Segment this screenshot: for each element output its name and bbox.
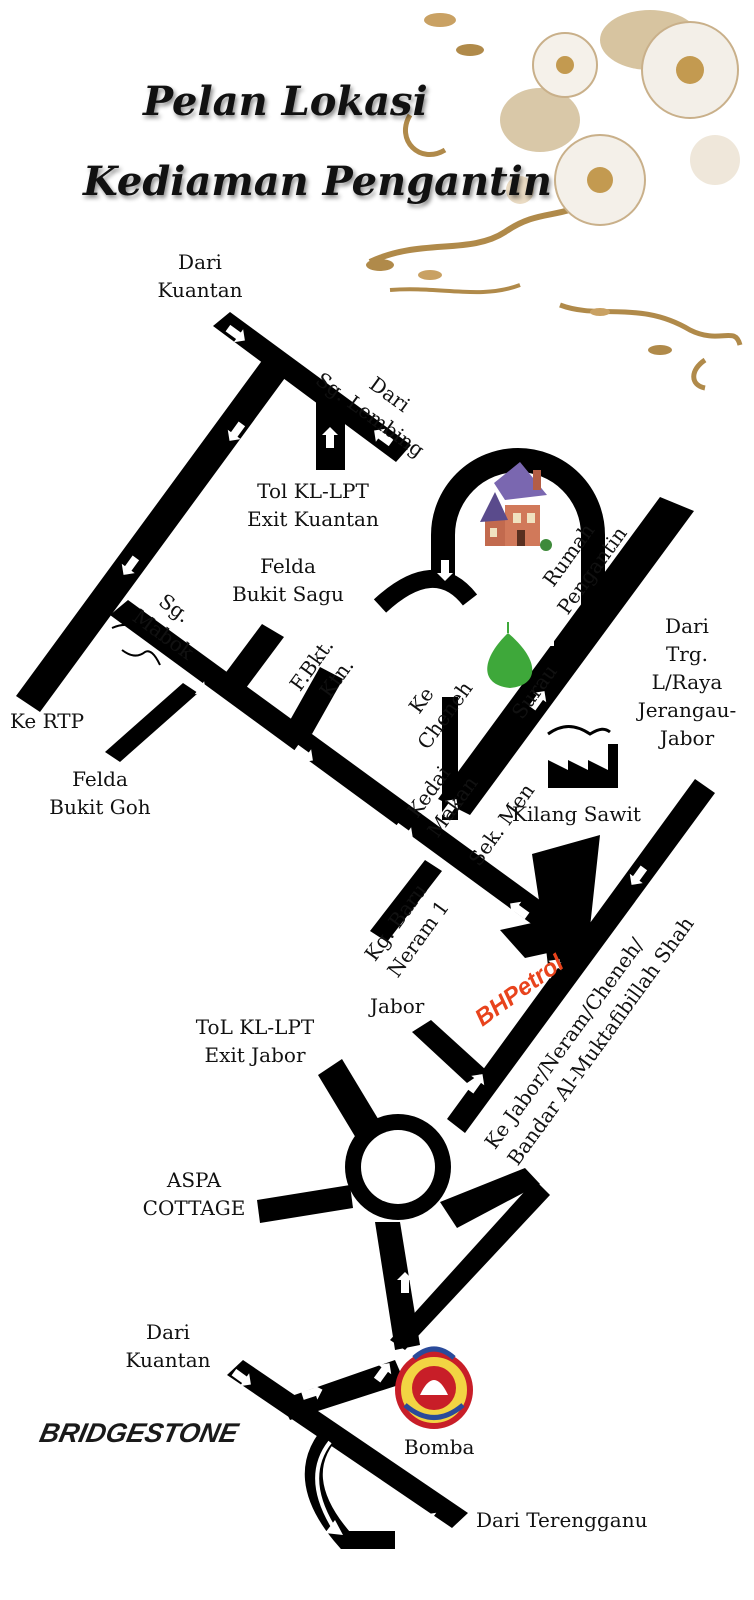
label-bomba: Bomba (404, 1435, 475, 1459)
label-dari-trg: Dari Trg. L/Raya Jerangau- Jabor (637, 614, 737, 750)
road-network (16, 312, 715, 1549)
label-felda-bukit-sagu: Felda Bukit Sagu (232, 554, 344, 606)
flower-ornament-icon (366, 10, 743, 391)
bridgestone-logo: BRIDGESTONE (36, 1418, 241, 1448)
title-line-2: Kediaman Pengantin (83, 158, 552, 205)
label-dari-terengganu: Dari Terengganu (476, 1508, 648, 1532)
title-line-1: Pelan Lokasi (143, 78, 428, 125)
label-dari-kuantan-bottom: Dari Kuantan (125, 1320, 211, 1372)
label-felda-bukit-goh: Felda Bukit Goh (49, 767, 151, 819)
return-arrow-curve (315, 1440, 337, 1532)
mosque-dome-icon (487, 622, 533, 688)
label-jabor: Jabor (370, 994, 425, 1018)
label-dari-kuantan-top: Dari Kuantan (157, 250, 243, 302)
house-icon (480, 462, 552, 551)
river-sg-mabok (111, 623, 161, 666)
label-kilang-sawit: Kilang Sawit (512, 802, 641, 826)
label-tol-exit-jabor: ToL KL-LPT Exit Jabor (195, 1015, 315, 1067)
label-tol-exit-kuantan: Tol KL-LPT Exit Kuantan (247, 479, 379, 531)
label-ke-rtp: Ke RTP (10, 709, 85, 733)
return-arrow-head (325, 1520, 343, 1535)
factory-icon (547, 725, 618, 788)
label-aspa-cottage: ASPA COTTAGE (142, 1168, 246, 1220)
bomba-emblem-icon (395, 1346, 473, 1429)
